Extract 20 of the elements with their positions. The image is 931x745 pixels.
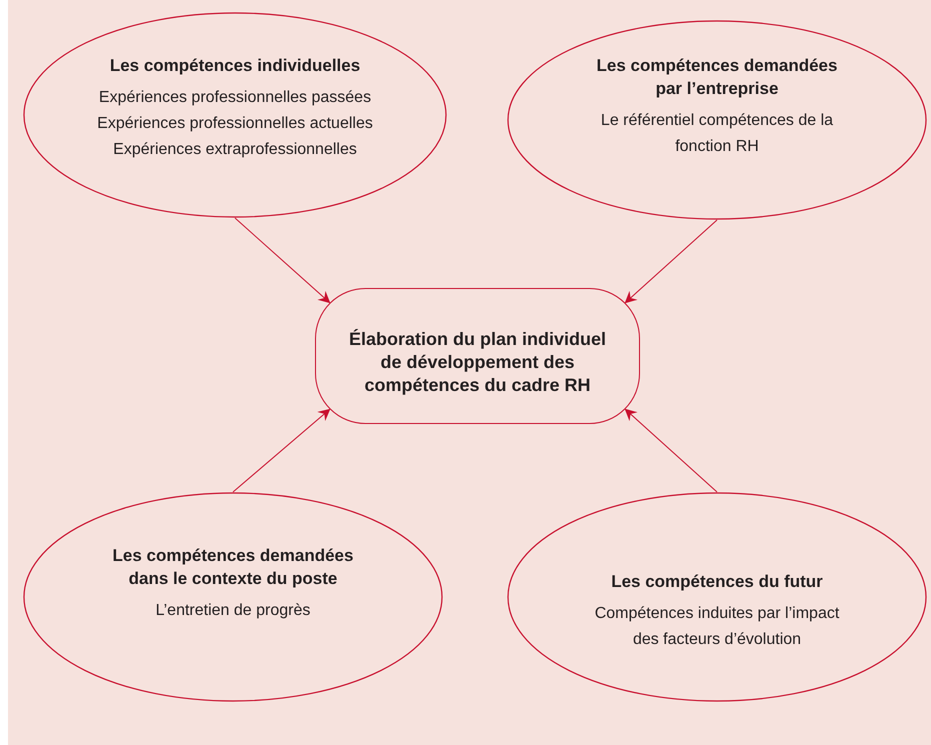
ellipse-heading: Les compétences individuelles <box>110 55 360 77</box>
ellipse-heading: Les compétences demandées dans le contexte du poste <box>112 545 354 590</box>
box-title: Élaboration du plan individuel de développement des compétences du cadre RH <box>348 328 607 396</box>
ellipse-node <box>23 492 443 702</box>
arrow <box>624 408 718 492</box>
ellipse-text: L’entretien de progrès <box>156 601 310 621</box>
ellipse-heading: Les compétences du futur <box>611 571 823 593</box>
ellipse-heading: Les compétences demandées par l’entreprise <box>596 55 838 100</box>
ellipse-node <box>23 12 447 218</box>
ellipse-text: Expériences professionnelles passées <box>98 88 372 108</box>
rounded-box <box>315 288 640 424</box>
arrow <box>624 220 718 304</box>
ellipse-text: Le référentiel compétences de la fonction RH <box>600 111 834 157</box>
ellipse-text: Expériences professionnelles actuelles <box>97 114 373 134</box>
arrow <box>232 408 330 492</box>
arrow <box>234 218 330 304</box>
ellipse-text: Expériences extraprofessionnelles <box>113 140 357 160</box>
ellipse-text: Compétences induites par l’impact des facteurs d’évolution <box>594 604 840 650</box>
ellipse-node <box>507 492 927 702</box>
ellipse-node <box>507 20 927 220</box>
